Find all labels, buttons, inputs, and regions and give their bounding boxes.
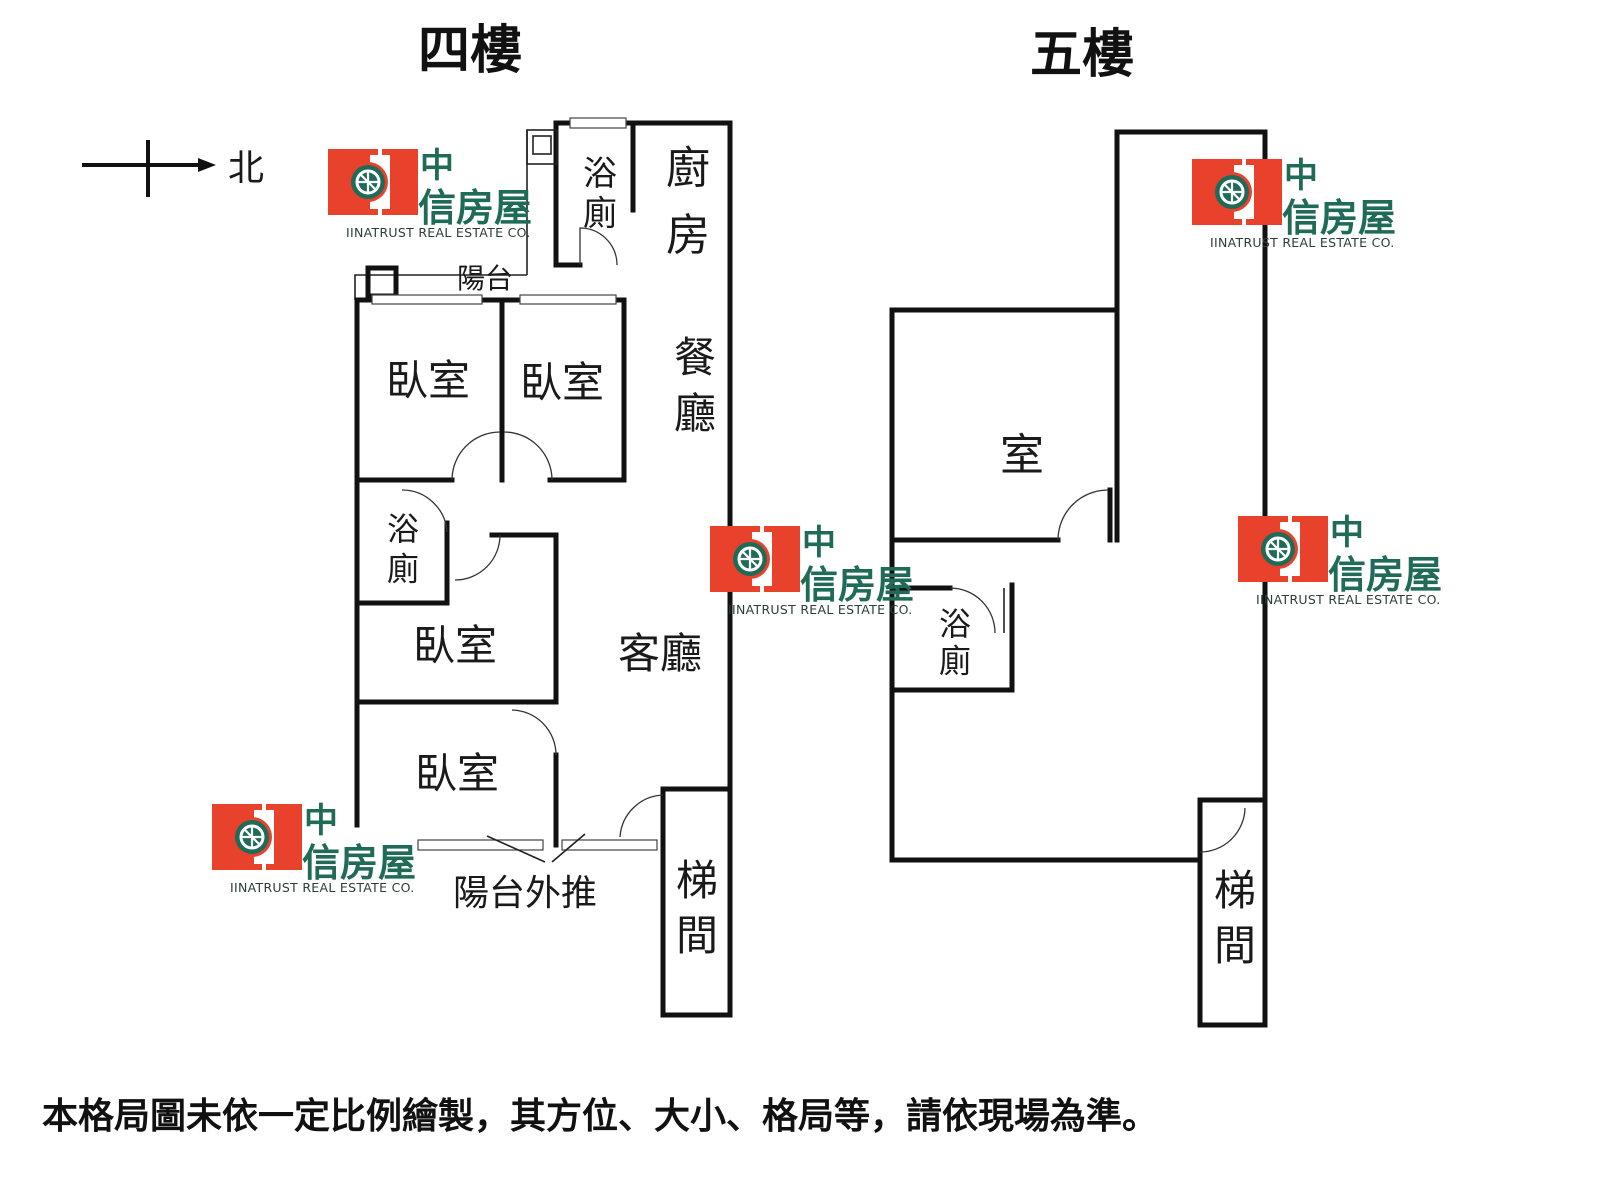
logo-cn-top: 中 xyxy=(304,801,338,841)
company-logo-icon xyxy=(1236,514,1330,584)
floor4-walls xyxy=(354,120,733,1018)
f4-stair-label-1: 梯 xyxy=(676,856,718,905)
logo-cn-top: 中 xyxy=(802,523,836,563)
logo-cn-bottom: 信房屋 xyxy=(800,563,914,607)
logo-cn-bottom: 信房屋 xyxy=(1328,553,1442,597)
company-logo-icon xyxy=(326,147,420,217)
logo-cn-bottom: 信房屋 xyxy=(1282,196,1396,240)
f5-bath-label-2: 廁 xyxy=(939,642,971,680)
logo-cn-bottom: 信房屋 xyxy=(418,186,532,230)
logo-cn-top: 中 xyxy=(1284,156,1318,196)
floor4-windows xyxy=(371,117,658,863)
f4-balcony-top-label: 陽台 xyxy=(457,262,513,295)
company-logo-icon xyxy=(210,802,304,872)
logo-watermark: 中 信房屋 IINATRUST REAL ESTATE CO. xyxy=(708,523,914,617)
company-logo-icon xyxy=(1190,157,1284,227)
floor5-doors xyxy=(949,489,1246,853)
compass-north-label: 北 xyxy=(228,148,264,189)
logo-watermark: 中 信房屋 IINATRUST REAL ESTATE CO. xyxy=(1190,156,1396,250)
north-arrow-icon xyxy=(82,140,216,197)
f5-stair-label-2: 間 xyxy=(1214,921,1256,970)
f5-stair-label-1: 梯 xyxy=(1214,866,1256,915)
f4-dining-label-2: 廳 xyxy=(674,389,716,438)
floor4-doors xyxy=(401,227,664,838)
logo-en: IINATRUST REAL ESTATE CO. xyxy=(1256,592,1441,607)
f4-bath-mid-label-1: 浴 xyxy=(387,510,419,548)
f4-kitchen-label-1: 廚 xyxy=(666,143,710,194)
floor5-title: 五樓 xyxy=(1030,24,1134,85)
logo-watermark: 中 信房屋 IINATRUST REAL ESTATE CO. xyxy=(1236,513,1442,607)
floor4-title: 四樓 xyxy=(418,20,522,81)
logo-en: IINATRUST REAL ESTATE CO. xyxy=(346,225,531,240)
f4-bath-top-label-2: 廁 xyxy=(583,194,617,234)
logo-watermark: 中 信房屋 IINATRUST REAL ESTATE CO. xyxy=(326,146,532,240)
f4-kitchen-label-2: 房 xyxy=(666,210,710,261)
floor5-walls xyxy=(889,129,1268,1028)
logo-en: IINATRUST REAL ESTATE CO. xyxy=(728,602,913,617)
f4-dining-label-1: 餐 xyxy=(674,333,716,382)
logo-cn-top: 中 xyxy=(1330,513,1364,553)
f4-bedroom-4-label: 臥室 xyxy=(415,749,499,798)
logo-cn-top: 中 xyxy=(420,146,454,186)
logo-cn-bottom: 信房屋 xyxy=(302,841,416,885)
f4-balcony-out-label: 陽台外推 xyxy=(453,873,597,914)
footer-disclaimer: 本格局圖未依一定比例繪製，其方位、大小、格局等，請依現場為準。 xyxy=(42,1095,1158,1137)
f4-bath-top-label-1: 浴 xyxy=(583,154,617,194)
f5-bath-label-1: 浴 xyxy=(939,605,971,643)
f4-stair-label-2: 間 xyxy=(676,911,718,960)
company-logo-icon xyxy=(708,524,802,594)
logo-en: IINATRUST REAL ESTATE CO. xyxy=(230,880,415,895)
f4-bath-mid-label-2: 廁 xyxy=(387,550,419,588)
f4-bedroom-2-label: 臥室 xyxy=(520,358,604,407)
f4-bedroom-1-label: 臥室 xyxy=(386,356,470,405)
logo-en: IINATRUST REAL ESTATE CO. xyxy=(1210,235,1395,250)
f4-living-label: 客廳 xyxy=(618,629,702,678)
f5-room-label: 室 xyxy=(1000,430,1044,481)
f4-bedroom-3-label: 臥室 xyxy=(413,621,497,670)
logo-watermark: 中 信房屋 IINATRUST REAL ESTATE CO. xyxy=(210,801,416,895)
